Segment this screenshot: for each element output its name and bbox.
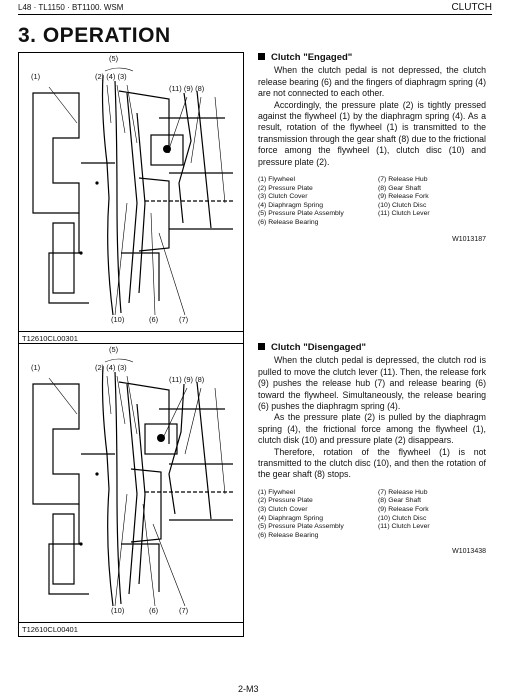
callout-11-9-8: (11) (9) (8)	[169, 84, 205, 93]
legend-item: (1) Flywheel	[258, 488, 296, 496]
legend-item: (10) Clutch Disc	[378, 201, 427, 209]
parts-legend: (1) Flywheel (7) Release Hub (2) Pressur…	[258, 489, 486, 541]
legend-item: (8) Gear Shaft	[378, 184, 422, 192]
legend-item: (4) Diaphragm Spring	[258, 514, 323, 522]
legend-item: (10) Clutch Disc	[378, 514, 427, 522]
paragraph: When the clutch pedal is depressed, the …	[258, 355, 486, 412]
callout-6: (6)	[149, 606, 159, 615]
clutch-engaged-section: Clutch "Engaged" When the clutch pedal i…	[258, 52, 486, 245]
legend-item: (8) Gear Shaft	[378, 497, 422, 505]
callout-5: (5)	[109, 345, 119, 354]
legend-item: (5) Pressure Plate Assembly	[258, 210, 344, 218]
callout-10: (10)	[111, 315, 125, 324]
reference-code: W1013438	[452, 548, 486, 556]
legend-item: (9) Release Fork	[378, 193, 429, 201]
bullet-square-icon	[258, 53, 265, 60]
callout-1: (1)	[31, 363, 41, 372]
legend-item: (11) Clutch Lever	[378, 210, 430, 218]
paragraph: As the pressure plate (2) is pulled by t…	[258, 412, 486, 446]
legend-item: (1) Flywheel	[258, 176, 296, 184]
clutch-engaged-figure: (5) (1) (2) (4) (3) (11) (9) (8) (10) (6…	[18, 52, 244, 346]
header-rule	[18, 14, 492, 15]
parts-legend: (1) Flywheel (7) Release Hub (2) Pressur…	[258, 176, 486, 228]
bullet-square-icon	[258, 343, 265, 350]
callout-2-4-3: (2) (4) (3)	[95, 363, 127, 372]
clutch-disengaged-figure: (5) (1) (2) (4) (3) (11) (9) (8) (10) (6…	[18, 343, 244, 637]
header-doc-ref: L48 · TL1150 · BT1100. WSM	[18, 3, 124, 12]
callout-7: (7)	[179, 315, 189, 324]
legend-item: (4) Diaphragm Spring	[258, 201, 323, 209]
legend-item: (2) Pressure Plate	[258, 497, 313, 505]
legend-item: (9) Release Fork	[378, 506, 429, 514]
paragraph: Accordingly, the pressure plate (2) is t…	[258, 99, 486, 167]
page-title: 3. OPERATION	[18, 24, 171, 47]
callout-10: (10)	[111, 606, 125, 615]
legend-item: (6) Release Bearing	[258, 219, 319, 227]
header-section: CLUTCH	[451, 2, 492, 13]
callout-5: (5)	[109, 54, 119, 63]
section-heading: Clutch "Engaged"	[258, 52, 486, 63]
legend-item: (3) Clutch Cover	[258, 193, 308, 201]
paragraph: Therefore, rotation of the flywheel (1) …	[258, 446, 486, 480]
clutch-engaged-diagram	[32, 67, 233, 316]
clutch-disengaged-diagram	[32, 358, 233, 607]
legend-item: (6) Release Bearing	[258, 531, 319, 539]
callout-6: (6)	[149, 315, 159, 324]
paragraph: When the clutch pedal is not depressed, …	[258, 65, 486, 99]
legend-item: (7) Release Hub	[378, 488, 428, 496]
clutch-disengaged-section: Clutch "Disengaged" When the clutch peda…	[258, 342, 486, 558]
legend-item: (2) Pressure Plate	[258, 184, 313, 192]
callout-11-9-8: (11) (9) (8)	[169, 375, 205, 384]
section-heading: Clutch "Disengaged"	[258, 342, 486, 353]
figure-code: T12610CL00401	[19, 622, 243, 636]
callout-2-4-3: (2) (4) (3)	[95, 72, 127, 81]
callout-7: (7)	[179, 606, 189, 615]
callout-1: (1)	[31, 72, 41, 81]
page-number: 2-M3	[238, 684, 259, 694]
figure-code: T12610CL00301	[19, 331, 243, 345]
legend-item: (11) Clutch Lever	[378, 523, 430, 531]
legend-item: (3) Clutch Cover	[258, 506, 308, 514]
legend-item: (5) Pressure Plate Assembly	[258, 523, 344, 531]
reference-code: W1013187	[452, 235, 486, 243]
legend-item: (7) Release Hub	[378, 176, 428, 184]
